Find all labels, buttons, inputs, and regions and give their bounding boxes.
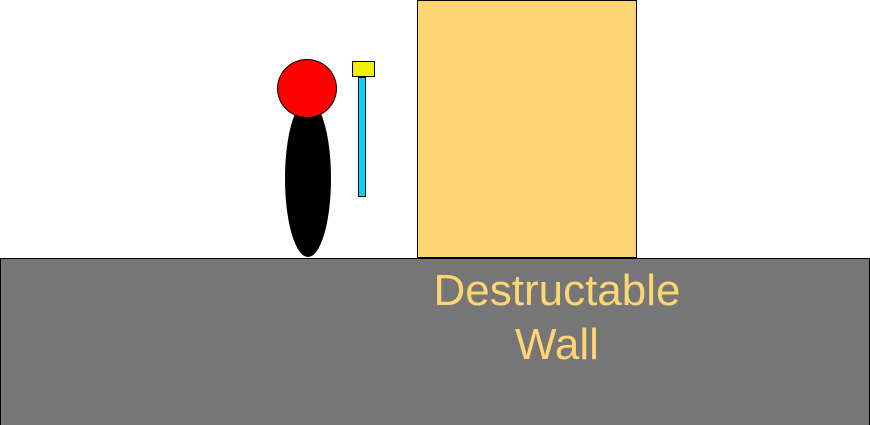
destructable-wall[interactable] xyxy=(417,0,637,258)
wall-label: Destructable Wall xyxy=(392,264,722,372)
player-body xyxy=(285,100,331,257)
hammer-head xyxy=(352,61,375,77)
player-head xyxy=(277,59,337,118)
hammer-handle xyxy=(358,77,366,197)
ground xyxy=(0,258,870,425)
wall-label-line-2: Wall xyxy=(515,320,599,369)
wall-label-line-1: Destructable xyxy=(433,266,681,315)
